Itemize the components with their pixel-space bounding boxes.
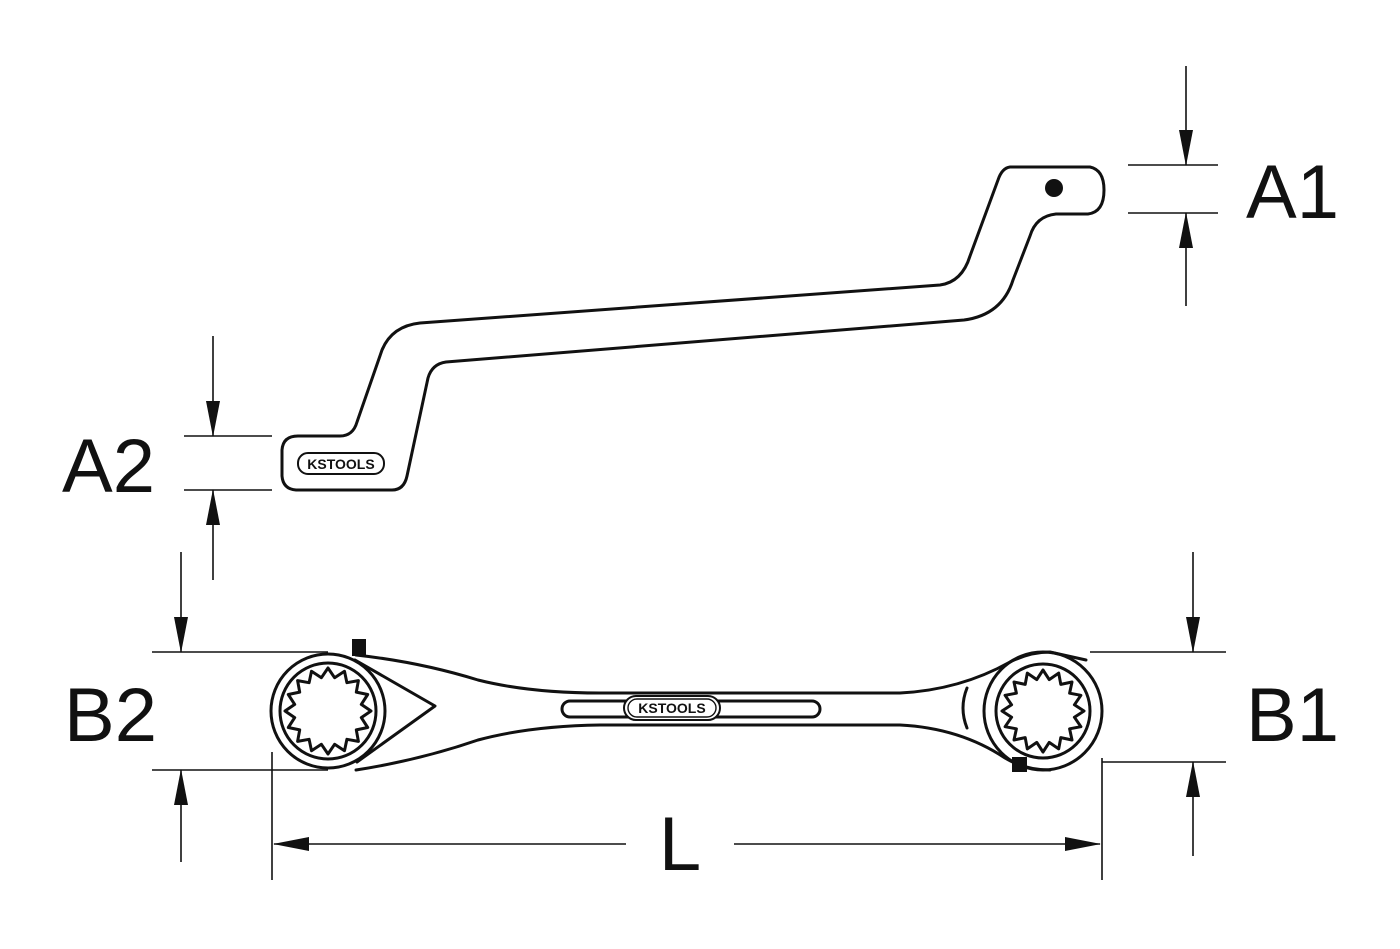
top-logo: KSTOOLS <box>623 695 721 721</box>
top-logo-text: KSTOOLS <box>638 700 705 716</box>
label-l: L <box>659 802 701 887</box>
label-b1: B1 <box>1246 673 1339 758</box>
dimension-a2: A2 <box>62 336 272 580</box>
label-b2: B2 <box>64 673 157 758</box>
left-ring-teeth <box>283 666 373 756</box>
side-logo: KSTOOLS <box>297 452 385 475</box>
left-pawl <box>352 639 366 656</box>
label-a2: A2 <box>62 424 155 509</box>
label-a1: A1 <box>1246 150 1339 235</box>
right-ring-teeth <box>1000 668 1086 754</box>
wrench-side-view: KSTOOLS <box>280 165 1106 492</box>
side-logo-text: KSTOOLS <box>307 456 374 472</box>
dimension-l: L <box>271 752 1103 887</box>
right-pawl <box>1012 757 1027 772</box>
dimension-b2: B2 <box>64 552 328 862</box>
pivot-hole <box>1045 179 1063 197</box>
dimension-b1: B1 <box>1090 552 1339 856</box>
dimension-a1: A1 <box>1128 66 1339 306</box>
wrench-top-view: KSTOOLS <box>269 639 1104 772</box>
